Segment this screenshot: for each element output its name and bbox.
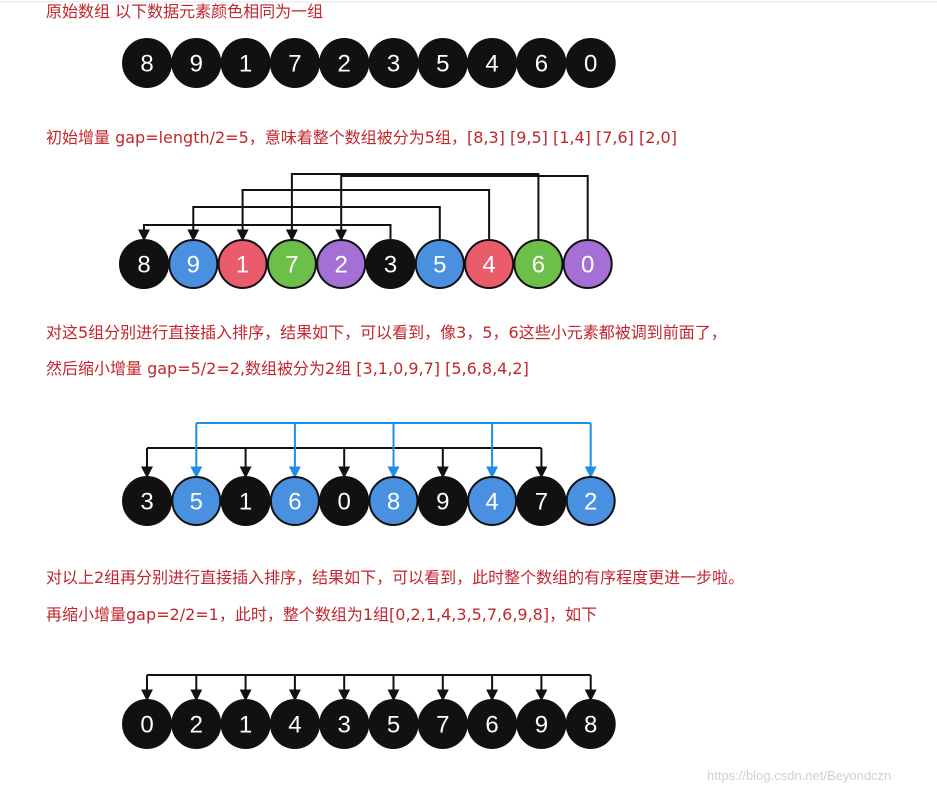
element-value: 0: [584, 51, 597, 78]
element-value: 8: [137, 252, 150, 279]
element-circle: [516, 476, 567, 526]
element-circle: [368, 699, 419, 749]
element-circle: [368, 476, 419, 526]
group-arrow: [138, 224, 392, 242]
element-circle: [122, 699, 172, 749]
element-value: 4: [485, 489, 498, 516]
caption-initial-gap: 初始增量 gap=length/2=5，意味着整个数组被分为5组，[8,3] […: [46, 128, 677, 147]
caption-original-array: 原始数组 以下数据元素颜色相同为一组: [46, 2, 323, 21]
element-value: 5: [387, 712, 400, 739]
array-row-4: 0 2 1 4 3 5 7 6 9 8: [122, 699, 616, 749]
caption-after-gap2-sort: 对以上2组再分别进行直接插入排序，结果如下，可以看到，此时整个数组的有序程度更进…: [46, 568, 744, 587]
element-value: 6: [288, 489, 301, 516]
caption-gap2: 然后缩小增量 gap=5/2=2,数组被分为2组 [3,1,0,9,7] [5,…: [46, 359, 529, 378]
caption-gap1: 再缩小增量gap=2/2=1，此时，整个数组为1组[0,2,1,4,3,5,7,…: [46, 605, 597, 624]
element-circle: [368, 38, 419, 88]
element-value: 6: [485, 712, 498, 739]
element-circle: [220, 38, 271, 88]
arrow-layer: [138, 173, 597, 702]
element-value: 0: [581, 252, 594, 279]
element-circle: [168, 239, 219, 289]
element-circle: [171, 38, 222, 88]
element-circle: [513, 239, 564, 289]
element-circle: [220, 476, 271, 526]
element-value: 1: [239, 51, 252, 78]
element-value: 9: [436, 489, 449, 516]
element-circle: [122, 38, 172, 88]
element-value: 9: [190, 51, 203, 78]
element-circle: [565, 699, 616, 749]
element-circle: [565, 38, 616, 88]
element-value: 4: [288, 712, 301, 739]
array-row-1: 8 9 1 7 2 3 5 4 6 0: [122, 38, 616, 88]
element-value: 3: [387, 51, 400, 78]
element-circle: [565, 476, 616, 526]
element-circle: [171, 699, 222, 749]
element-value: 1: [239, 489, 252, 516]
caption-after-gap5-sort: 对这5组分别进行直接插入排序，结果如下，可以看到，像3，5，6这些小元素都被调到…: [46, 323, 727, 342]
watermark-text: https://blog.csdn.net/Beyondczn: [707, 768, 891, 783]
element-value: 6: [532, 252, 545, 279]
array-row-2: 8 9 1 7 2 3 5 4 6 0: [119, 239, 613, 289]
element-value: 2: [190, 712, 203, 739]
element-circle: [417, 38, 468, 88]
element-circle: [119, 239, 169, 289]
element-value: 1: [239, 712, 252, 739]
element-value: 9: [187, 252, 200, 279]
element-value: 9: [535, 712, 548, 739]
element-circle: [319, 476, 370, 526]
element-circle: [414, 239, 465, 289]
element-value: 0: [338, 489, 351, 516]
element-circle: [171, 476, 222, 526]
element-circle: [319, 699, 370, 749]
element-value: 7: [436, 712, 449, 739]
element-circle: [269, 38, 320, 88]
element-value: 8: [140, 51, 153, 78]
element-circle: [266, 239, 317, 289]
element-circle: [467, 38, 518, 88]
element-circle: [122, 476, 172, 526]
element-value: 1: [236, 252, 249, 279]
element-circle: [516, 38, 567, 88]
element-value: 3: [140, 489, 153, 516]
element-value: 5: [436, 51, 449, 78]
element-value: 2: [338, 51, 351, 78]
element-circle: [217, 239, 268, 289]
element-value: 3: [384, 252, 397, 279]
element-circle: [316, 239, 367, 289]
group-arrow: [335, 175, 589, 242]
element-value: 7: [535, 489, 548, 516]
element-circle: [269, 476, 320, 526]
element-circle: [269, 699, 320, 749]
element-value: 2: [584, 489, 597, 516]
element-value: 6: [535, 51, 548, 78]
element-circle: [220, 699, 271, 749]
element-circle: [319, 38, 370, 88]
element-value: 5: [190, 489, 203, 516]
array-row-3: 3 5 1 6 0 8 9 4 7 2: [122, 476, 616, 526]
element-value: 8: [584, 712, 597, 739]
group-arrow: [236, 189, 491, 242]
array-rows: 8 9 1 7 2 3 5 4 6 0 8 9 1 7 2 3 5 4 6 0 3 5 1 6 0 8 9 4 7 2 0 2 1 4 3 5 7 6 9 8: [119, 38, 616, 749]
element-value: 2: [335, 252, 348, 279]
group-arrow: [285, 173, 540, 242]
element-circle: [464, 239, 515, 289]
element-circle: [516, 699, 567, 749]
element-value: 5: [433, 252, 446, 279]
element-value: 7: [288, 51, 301, 78]
element-circle: [467, 476, 518, 526]
element-value: 4: [482, 252, 495, 279]
element-value: 7: [285, 252, 298, 279]
element-circle: [467, 699, 518, 749]
element-value: 3: [338, 712, 351, 739]
element-value: 8: [387, 489, 400, 516]
group-arrow: [187, 206, 441, 242]
element-value: 0: [140, 712, 153, 739]
element-circle: [562, 239, 613, 289]
element-circle: [417, 699, 468, 749]
element-value: 4: [485, 51, 498, 78]
element-circle: [417, 476, 468, 526]
element-circle: [365, 239, 416, 289]
